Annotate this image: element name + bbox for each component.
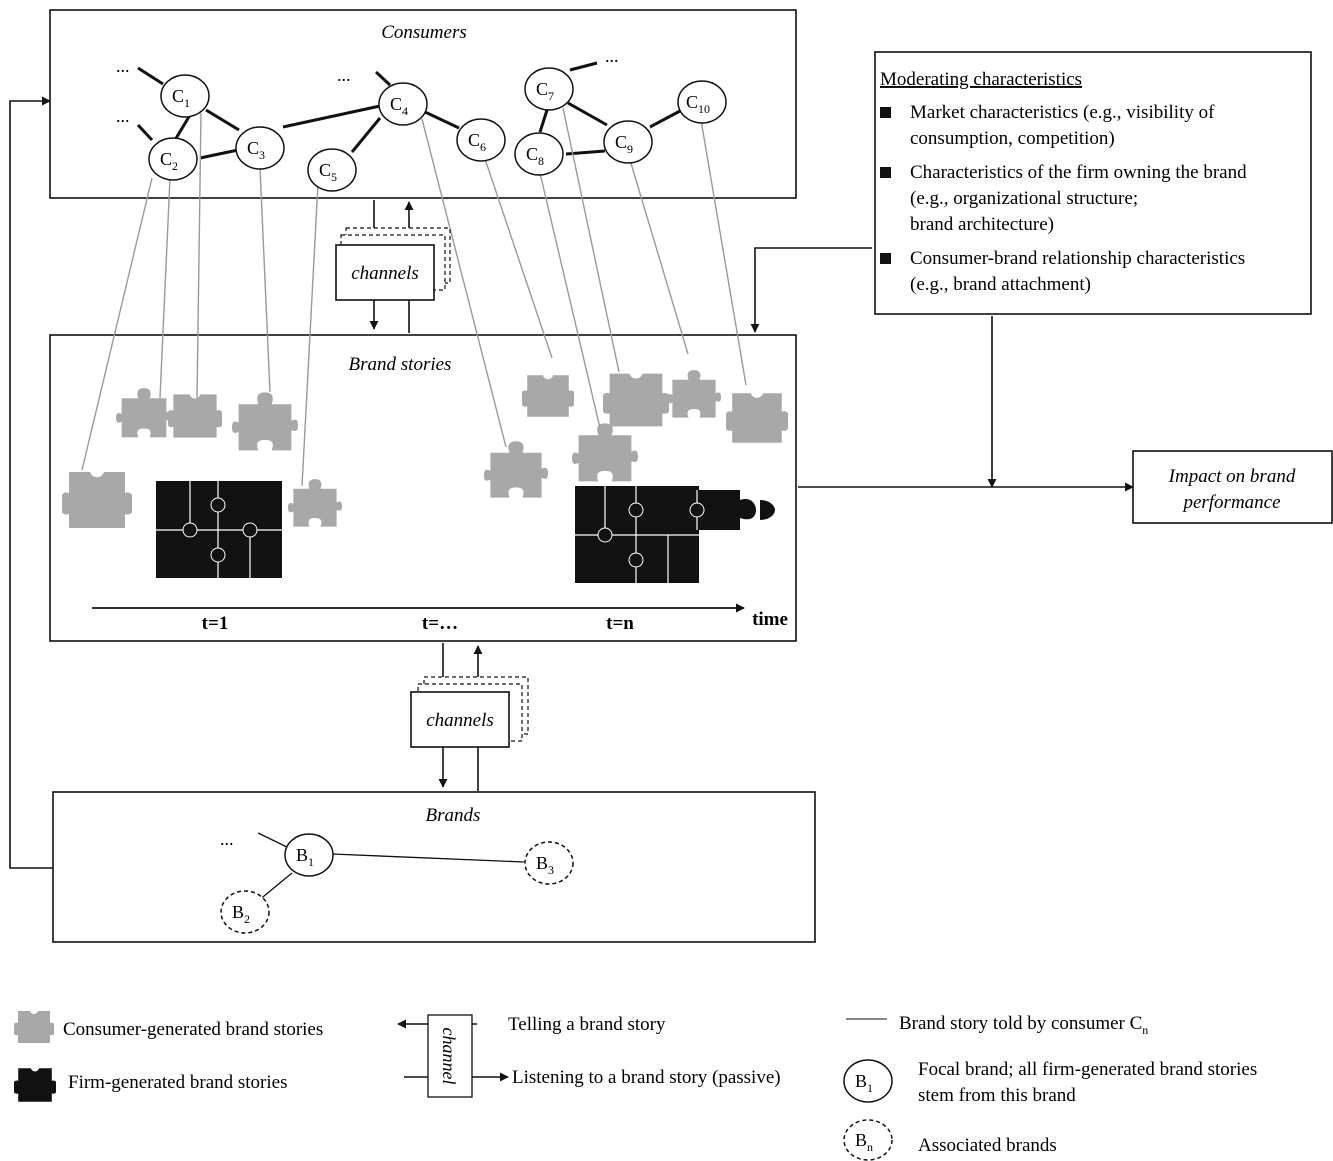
svg-text:C7: C7 [536,79,554,103]
moderating-item-line: (e.g., brand attachment) [910,274,1091,295]
svg-text:C3: C3 [247,138,265,162]
firm-story-cluster-left [156,481,282,578]
svg-text:...: ... [116,56,130,76]
svg-text:B1: B1 [296,845,314,869]
legend-consumer-stories: Consumer-generated brand stories [63,1019,323,1040]
impact-box [1132,450,1333,524]
legend: Consumer-generated brand stories Firm-ge… [14,1011,1257,1161]
moderating-item-line: brand architecture) [910,214,1054,235]
bullet-icon [880,253,891,264]
consumer-node: C5 [307,148,357,192]
moderating-box [874,51,1312,315]
brand-node: B1 [284,833,334,877]
bullet-icon [880,107,891,118]
brand-node: B3 [524,841,574,885]
svg-text:C4: C4 [390,94,408,118]
brand-ellipsis: ... [220,829,234,849]
moderating-item-line: (e.g., organizational structure; [910,188,1138,209]
moderating-to-stories-arrow [750,247,872,333]
svg-text:C6: C6 [468,130,486,154]
consumers-title: Consumers [381,22,467,43]
channels-label: channels [351,263,419,284]
timeline-axis-label: time [752,609,788,630]
consumer-node: C9 [603,120,653,164]
moderating-item-line: Consumer-brand relationship characterist… [910,248,1245,269]
channels-top: channels [335,200,451,333]
firm-story-cluster-right [575,486,775,583]
svg-text:...: ... [605,46,619,66]
svg-text:C10: C10 [686,92,710,116]
consumer-node: C1 [160,74,210,118]
legend-associated: Associated brands [918,1135,1057,1156]
svg-text:...: ... [116,106,130,126]
consumer-network-ellipses: ... ... ... ... [116,46,619,126]
channels-bottom: channels [410,643,529,791]
legend-focal-node: B1 [843,1059,893,1103]
svg-text:C8: C8 [526,144,544,168]
legend-associated-node: Bn [843,1119,893,1161]
timeline-label: t=… [422,613,458,634]
consumer-network-links [136,61,681,160]
impact-line: performance [1181,492,1280,513]
legend-focal-line: stem from this brand [918,1085,1076,1106]
svg-text:B2: B2 [232,902,250,926]
moderating-item-line: consumption, competition) [910,128,1115,149]
svg-text:C2: C2 [160,149,178,173]
svg-text:...: ... [337,65,351,85]
consumer-node: C4 [378,82,428,126]
svg-text:C9: C9 [615,132,633,156]
brand-node: B2 [220,890,270,934]
svg-text:B3: B3 [536,853,554,877]
brand-network-links [257,832,525,902]
moderating-item-line: Characteristics of the firm owning the b… [910,162,1247,183]
timeline-label: t=n [606,613,634,634]
moderating-title: Moderating characteristics [880,69,1082,90]
brand-stories-title: Brand stories [349,354,452,375]
channels-label: channels [426,710,494,731]
consumer-piece-icon [14,1011,54,1043]
legend-telling: Telling a brand story [508,1014,666,1035]
firm-piece-icon [14,1068,56,1102]
story-links [81,107,747,487]
brands-box [52,791,816,943]
legend-channel-label: channel [439,1028,459,1085]
consumer-node: C10 [677,80,727,124]
svg-text:Bn: Bn [855,1130,873,1154]
svg-text:C5: C5 [319,160,337,184]
legend-story-line: Brand story told by consumer Cn [899,1013,1148,1037]
feedback-arrow [9,96,53,869]
consumer-node: C2 [148,137,198,181]
svg-text:C1: C1 [172,86,190,110]
moderating-item-line: Market characteristics (e.g., visibility… [910,102,1215,123]
bullet-icon [880,167,891,178]
timeline-label: t=1 [202,613,229,634]
brands-title: Brands [426,805,481,826]
consumer-node: C7 [524,67,574,111]
consumer-node: C8 [514,132,564,176]
consumer-node: C6 [456,118,506,162]
timeline-labels: t=1 t=… t=n time [202,609,788,634]
legend-focal-line: Focal brand; all firm-generated brand st… [918,1059,1257,1080]
consumer-node: C3 [235,126,285,170]
legend-firm-stories: Firm-generated brand stories [68,1072,287,1093]
svg-text:B1: B1 [855,1071,873,1095]
moderating-items: Market characteristics (e.g., visibility… [880,102,1247,295]
impact-line: Impact on brand [1168,466,1296,487]
legend-listening: Listening to a brand story (passive) [512,1067,781,1088]
